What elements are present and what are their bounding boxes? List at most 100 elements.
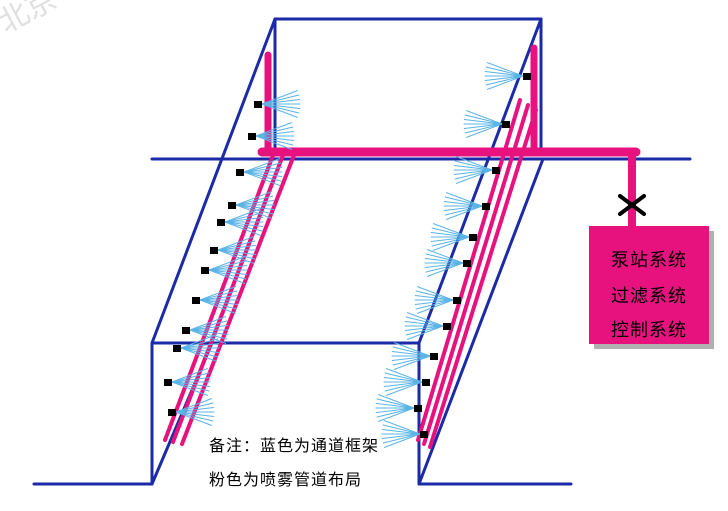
- spray-line: [171, 381, 210, 392]
- spray-line: [384, 372, 423, 383]
- nozzle-icon: [182, 327, 190, 334]
- spray-line: [199, 290, 238, 301]
- spray-line: [224, 212, 263, 223]
- spray-line: [261, 90, 299, 105]
- nozzle-icon: [248, 133, 256, 140]
- spray-line: [454, 169, 493, 180]
- spray-line: [189, 316, 227, 331]
- spray-line: [235, 191, 273, 206]
- spray-line: [431, 236, 470, 247]
- spray-line: [455, 169, 493, 184]
- spray-line: [383, 376, 423, 383]
- pump-station-label: 泵站系统: [611, 250, 687, 271]
- spray-line: [180, 347, 220, 354]
- spray-line: [424, 262, 464, 269]
- spray-line: [224, 221, 262, 236]
- channel-frame: [32, 17, 692, 486]
- spray-line: [381, 433, 421, 440]
- spray-line: [243, 162, 282, 173]
- nozzle-icon: [443, 323, 451, 330]
- spray-line: [486, 62, 524, 77]
- spray-line: [464, 114, 503, 125]
- spray-line: [416, 299, 454, 314]
- nozzle-icon: [173, 345, 181, 352]
- spray-fans: [171, 62, 524, 448]
- spray-line: [385, 368, 423, 383]
- spray-line: [424, 257, 464, 264]
- spray-line: [235, 199, 275, 206]
- spray-line: [485, 66, 524, 77]
- nozzle-icon: [164, 379, 172, 386]
- spray-line: [199, 294, 239, 301]
- frame-edge: [150, 17, 277, 345]
- spray-line: [375, 407, 415, 414]
- spray-line: [180, 334, 218, 349]
- frame-edge: [417, 157, 545, 486]
- spray-line: [189, 329, 229, 336]
- spray-line: [261, 94, 300, 105]
- spray-line: [208, 269, 248, 276]
- spray-line: [261, 103, 300, 114]
- spray-line: [243, 166, 283, 173]
- spray-line: [463, 123, 503, 130]
- spray-line: [235, 204, 275, 211]
- spray-line: [217, 249, 256, 260]
- spray-line: [243, 171, 283, 178]
- spray-line: [175, 406, 215, 413]
- spray-line: [375, 402, 415, 409]
- right-pipe-2: [422, 103, 530, 446]
- spray-line: [382, 424, 421, 435]
- spray-line: [261, 98, 301, 105]
- nozzle-icon: [422, 379, 430, 386]
- spray-line: [385, 381, 423, 396]
- spray-line: [199, 299, 237, 314]
- spray-line: [171, 372, 210, 383]
- spray-line: [189, 324, 229, 331]
- spray-line: [453, 164, 493, 171]
- spray-line: [391, 355, 431, 362]
- nozzle-icon: [482, 203, 490, 210]
- spray-line: [217, 236, 255, 251]
- right-pipe-3: [428, 108, 538, 449]
- spray-line: [255, 135, 293, 150]
- spray-line: [465, 123, 503, 138]
- nozzle-icon: [217, 219, 225, 226]
- spray-line: [485, 75, 524, 86]
- spray-line: [405, 316, 444, 327]
- spray-line: [208, 269, 247, 280]
- spray-line: [416, 286, 454, 301]
- spray-line: [217, 249, 257, 256]
- valve-stroke: [618, 194, 646, 216]
- spray-line: [406, 325, 444, 340]
- spray-line: [224, 208, 262, 223]
- spray-line: [444, 196, 483, 207]
- spray-line: [430, 231, 470, 238]
- spray-line: [208, 256, 246, 271]
- spray-line: [426, 262, 464, 277]
- spray-line: [180, 347, 218, 362]
- spray-line: [243, 171, 281, 186]
- spray-line: [404, 320, 444, 327]
- nozzle-icon: [210, 247, 218, 254]
- spray-line: [431, 227, 470, 238]
- filter-system-label: 过滤系统: [611, 286, 687, 307]
- valve-icon: [618, 194, 646, 216]
- spray-line: [235, 195, 274, 206]
- spray-line: [376, 398, 415, 409]
- spray-line: [261, 103, 301, 110]
- spray-line: [171, 381, 211, 388]
- spray-line: [199, 299, 239, 306]
- spray-line: [255, 122, 293, 137]
- spray-line: [463, 118, 503, 125]
- spray-line: [199, 299, 238, 310]
- spray-line: [454, 160, 493, 171]
- spray-line: [175, 398, 213, 413]
- spray-line: [255, 135, 294, 146]
- spray-line: [224, 221, 263, 232]
- spray-line: [255, 135, 295, 142]
- spray-line: [235, 204, 274, 215]
- spray-line: [432, 236, 470, 251]
- spray-line: [392, 346, 431, 357]
- spray-line: [393, 342, 431, 357]
